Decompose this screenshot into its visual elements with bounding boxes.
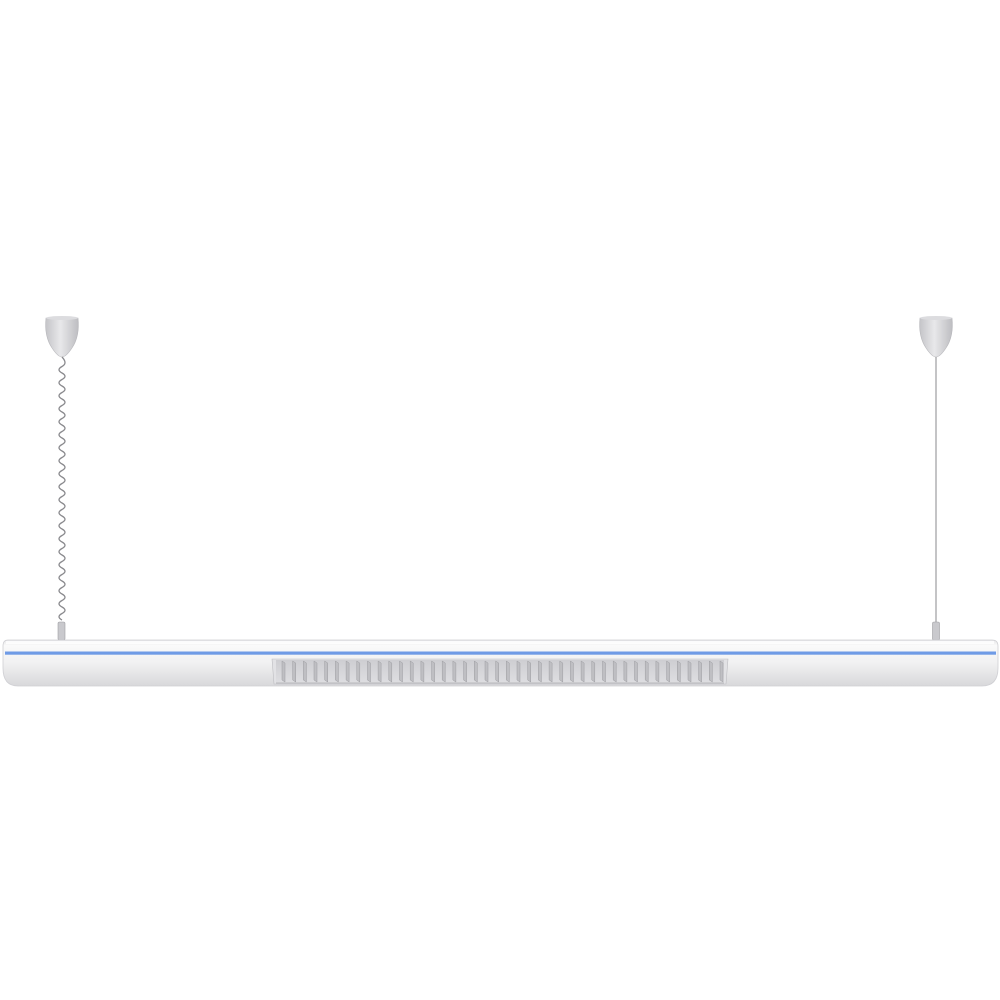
louvre-blade xyxy=(516,660,521,683)
louvre-blade xyxy=(644,660,649,683)
blue-accent-stripe xyxy=(5,651,996,655)
louvre-blade xyxy=(687,660,692,683)
louvre-blade xyxy=(484,660,489,683)
louvre-blade xyxy=(538,660,542,683)
cable-coil-path xyxy=(58,356,66,621)
coiled-power-cable xyxy=(58,356,66,621)
louvre-panel xyxy=(271,658,729,685)
louvre-blade xyxy=(367,660,371,683)
louvre-blade xyxy=(655,660,660,683)
louvre-blade xyxy=(420,660,425,683)
louvre-blade xyxy=(709,660,713,683)
louvre-blade xyxy=(313,660,318,683)
right-cable-gripper xyxy=(932,621,940,641)
louvre-blade xyxy=(634,660,638,683)
louvre-blade xyxy=(602,660,606,683)
louvre-blade xyxy=(281,660,286,683)
louvre-blade xyxy=(441,660,446,683)
right-ceiling-canopy xyxy=(919,316,953,358)
louvre-blade xyxy=(527,660,531,683)
louvre-blade xyxy=(324,660,328,683)
top-edge-highlight xyxy=(6,641,994,644)
louvre-blade xyxy=(612,660,617,683)
louvre-blade xyxy=(303,660,307,683)
louvre-blade xyxy=(431,660,435,683)
louvre-blade xyxy=(506,660,510,683)
louvre-blade xyxy=(580,660,585,683)
louvre-blades xyxy=(281,660,724,683)
louvre-blade xyxy=(335,660,339,683)
louvre-blade xyxy=(666,660,670,683)
louvre-blade xyxy=(698,660,702,683)
louvre-blade xyxy=(399,660,403,683)
left-cable-gripper xyxy=(57,621,66,641)
louvre-blade xyxy=(377,660,382,683)
louvre-blade xyxy=(452,660,457,683)
louvre-blade xyxy=(591,660,596,683)
louvre-blade xyxy=(719,660,724,683)
louvre-blade xyxy=(474,660,478,683)
louvre-blade xyxy=(677,660,681,683)
left-ceiling-canopy xyxy=(45,316,79,358)
louvre-blade xyxy=(388,660,393,683)
louvre-blade xyxy=(409,660,414,683)
louvre-blade xyxy=(495,660,499,683)
louvre-blade xyxy=(570,660,574,683)
louvre-blade xyxy=(356,660,361,683)
louvre-blade xyxy=(463,660,467,683)
louvre-blade xyxy=(559,660,564,683)
louvre-blade xyxy=(345,660,350,683)
louvre-blade xyxy=(548,660,553,683)
louvre-blade xyxy=(623,660,628,683)
louvre-blade xyxy=(292,660,296,683)
